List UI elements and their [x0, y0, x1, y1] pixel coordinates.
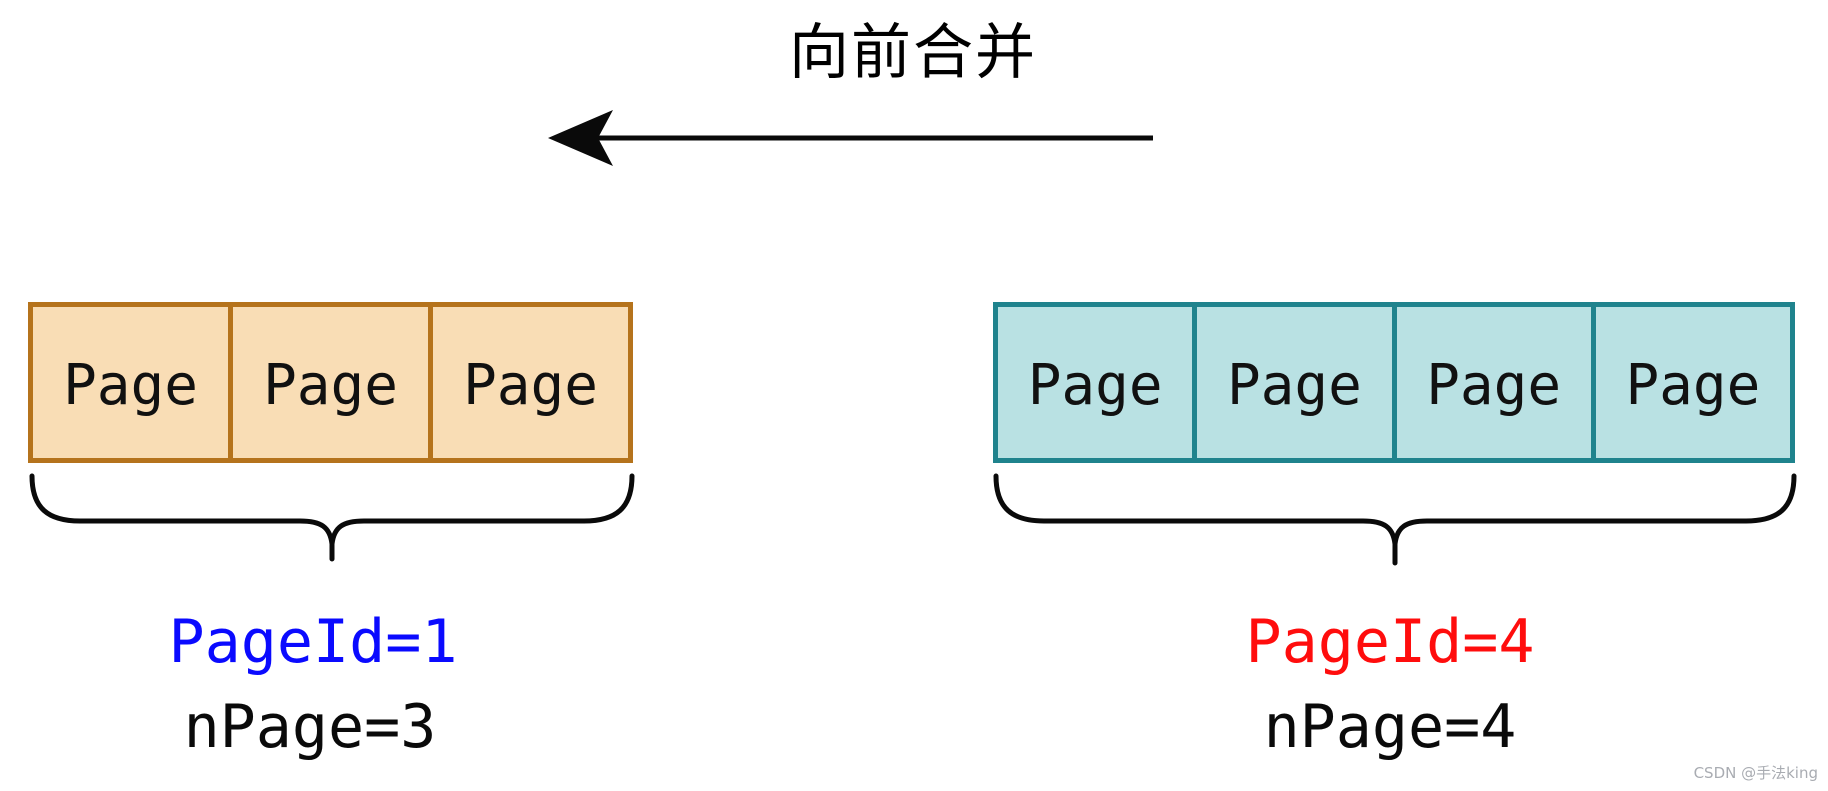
arrow-head-icon: [548, 110, 613, 166]
merge-forward-arrow: [548, 110, 1153, 166]
page-cell: Page: [1396, 302, 1596, 463]
page-cell: Page: [1595, 302, 1795, 463]
right-npage-label: nPage=4: [1263, 692, 1517, 762]
page-cell: Page: [28, 302, 233, 463]
left-npage-label: nPage=3: [183, 692, 437, 762]
right-page-id-label: PageId=4: [1245, 607, 1535, 677]
left-page-id-label: PageId=1: [168, 607, 458, 677]
merge-direction-title: 向前合并: [789, 18, 1037, 88]
page-cell: Page: [993, 302, 1198, 463]
left-group-brace: [29, 473, 335, 562]
page-cell: Page: [233, 302, 433, 463]
right-group-brace-right-half: [1392, 473, 1797, 547]
page-cell: Page: [433, 302, 633, 463]
left-group-brace-right-half: [329, 473, 635, 547]
page-cell: Page: [1197, 302, 1397, 463]
csdn-watermark: CSDN @手法king: [1693, 764, 1818, 782]
right-group-brace: [993, 473, 1398, 566]
